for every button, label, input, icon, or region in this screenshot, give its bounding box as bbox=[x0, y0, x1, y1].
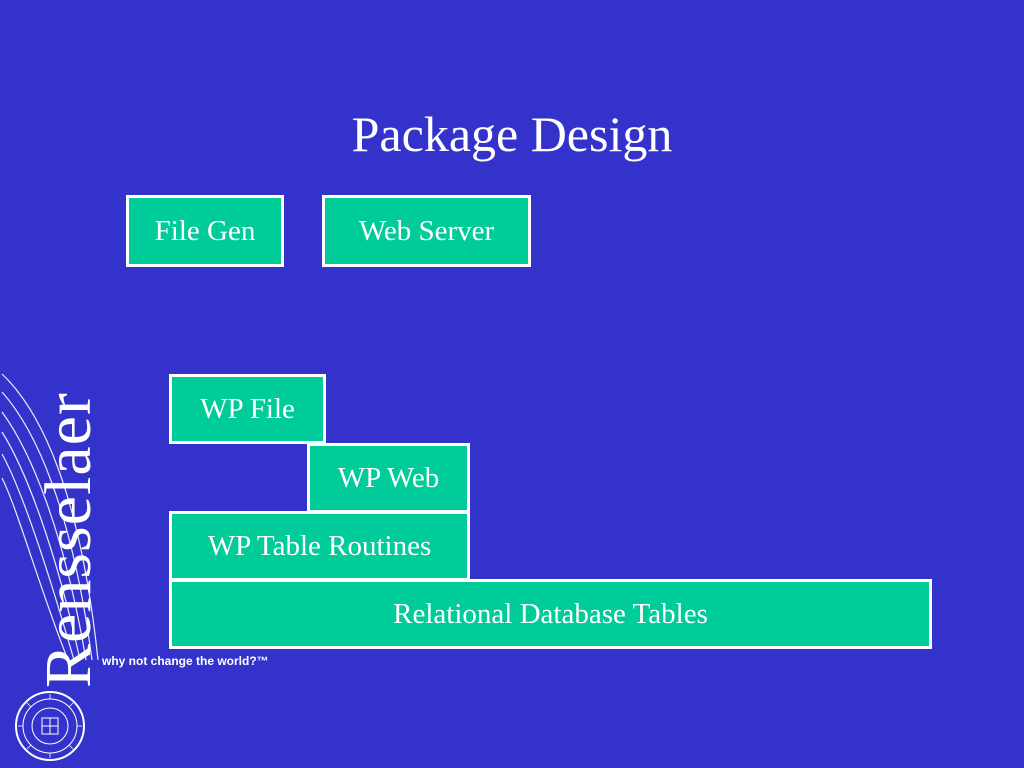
wp-web-box: WP Web bbox=[307, 443, 470, 513]
slide-title: Package Design bbox=[351, 106, 673, 162]
wp-table-routines-box: WP Table Routines bbox=[169, 511, 470, 581]
web-server-box: Web Server bbox=[322, 195, 531, 267]
file-gen-box: File Gen bbox=[126, 195, 284, 267]
tagline: why not change the world?™ bbox=[102, 654, 269, 668]
wp-file-box: WP File bbox=[169, 374, 326, 444]
rensselaer-seal-icon bbox=[15, 691, 85, 761]
relational-database-tables-box: Relational Database Tables bbox=[169, 579, 932, 649]
rensselaer-wordmark: Rensselaer bbox=[32, 392, 105, 688]
swoosh-lines-icon bbox=[1, 373, 99, 661]
